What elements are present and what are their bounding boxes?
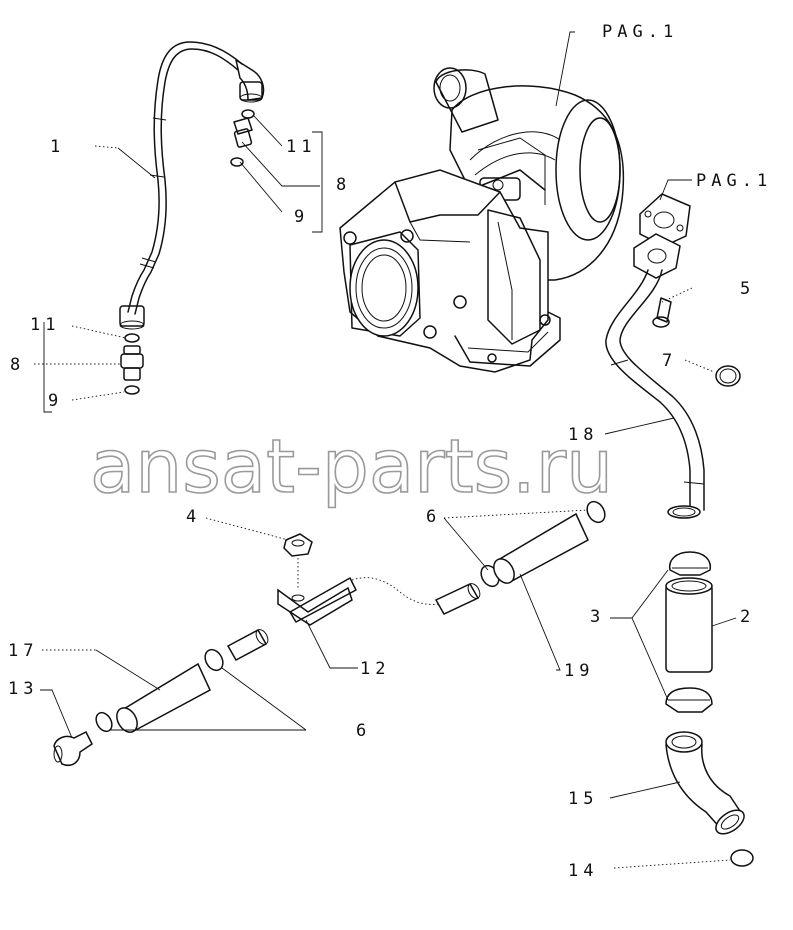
callout-13: 13 xyxy=(8,679,38,699)
callout-8-left: 8 xyxy=(10,355,25,375)
callout-15: 15 xyxy=(568,789,598,809)
callout-1: 1 xyxy=(50,137,65,157)
callout-3: 3 xyxy=(590,607,605,627)
watermark-text: ansat-parts.ru xyxy=(90,424,613,510)
callout-12: 12 xyxy=(360,659,390,679)
callout-5: 5 xyxy=(740,279,755,299)
callout-pag-top: PAG.1 xyxy=(602,22,678,42)
callout-11-top: 11 xyxy=(286,137,316,157)
callout-4: 4 xyxy=(186,507,201,527)
oil-return-pipe xyxy=(605,193,741,519)
oil-feed-pipe xyxy=(119,41,265,330)
callout-14: 14 xyxy=(568,861,598,881)
leader-lines xyxy=(34,31,737,869)
callout-6-top: 6 xyxy=(426,507,441,527)
callout-9-left: 9 xyxy=(48,391,63,411)
callout-9-top: 9 xyxy=(294,207,309,227)
left-fittings xyxy=(120,333,144,395)
hose-assembly-right xyxy=(665,551,713,713)
callout-6-bottom: 6 xyxy=(356,721,371,741)
callout-19: 19 xyxy=(564,661,594,681)
callout-pag-right: PAG.1 xyxy=(696,171,772,191)
turbocharger xyxy=(339,67,625,373)
callout-11-left: 11 xyxy=(30,315,60,335)
callout-labels: PAG.1 PAG.1 1 11 8 9 11 8 9 5 7 18 4 6 2… xyxy=(8,22,772,881)
top-fittings xyxy=(230,109,255,167)
callout-2: 2 xyxy=(740,607,755,627)
return-elbow xyxy=(665,731,754,867)
callout-7: 7 xyxy=(662,351,677,371)
callout-17: 17 xyxy=(8,641,38,661)
callout-8-top: 8 xyxy=(336,175,351,195)
callout-18: 18 xyxy=(568,425,598,445)
drain-line xyxy=(53,500,606,766)
